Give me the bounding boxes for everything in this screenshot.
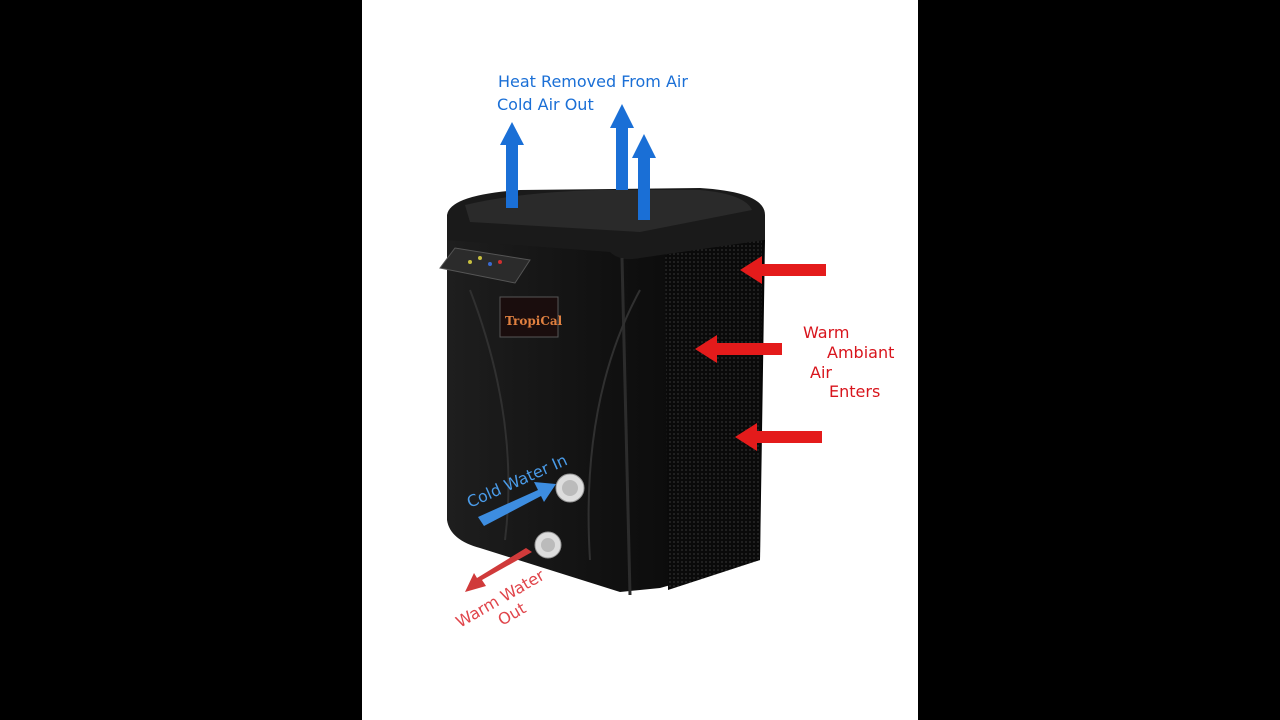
palm-logo-icon: TropiCal [499,296,563,338]
side-grille [665,235,762,590]
air-in-label-line2: Ambiant [827,343,894,362]
warm-water-out-arrow-icon [465,548,532,592]
heat-pump-unit: TropiCal [439,188,765,596]
arrow-up-icon [632,134,656,220]
arrow-left-icon [735,423,822,451]
arrow-left-icon [740,256,826,284]
arrow-up-icon [500,122,524,208]
arrow-left-icon [695,335,782,363]
control-panel-icon [439,247,531,284]
arrow-up-icon [610,104,634,190]
cold-water-in-arrow-icon [478,482,556,526]
air-in-label-line1: Warm [803,323,849,342]
svg-text:TropiCal: TropiCal [505,314,563,328]
water-port-icon [534,473,585,559]
top-fan-grille [465,190,752,232]
air-out-label-line1: Heat Removed From Air [498,72,688,91]
air-in-label-line4: Enters [829,382,880,401]
air-out-label-line2: Cold Air Out [497,95,594,114]
air-in-label-line3: Air [810,363,832,382]
